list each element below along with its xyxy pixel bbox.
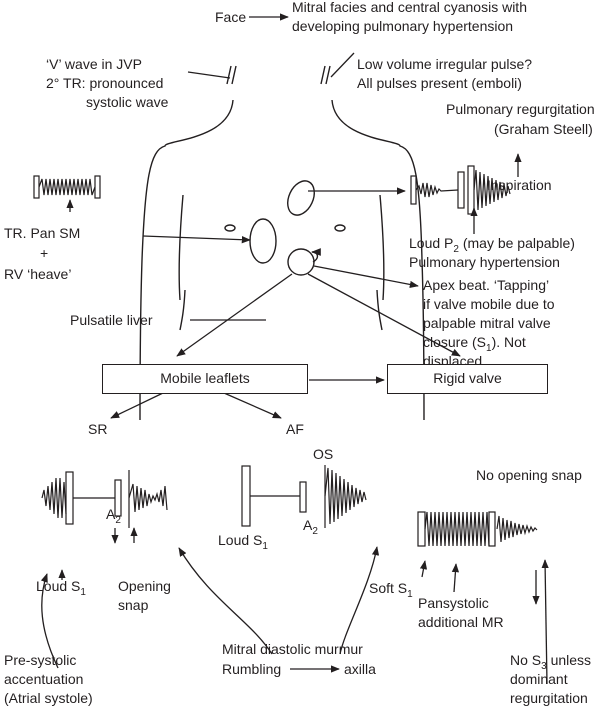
presystolic-line3: (Atrial systole) xyxy=(4,690,93,706)
rigid-valve-box: Rigid valve xyxy=(387,364,548,394)
mdm-line2: Rumbling xyxy=(222,661,282,677)
no-s3-line1: No S3 unless xyxy=(510,652,592,672)
apex-line2: if valve mobile due to xyxy=(423,296,555,312)
apex-line4: closure (S1). Not xyxy=(423,334,526,354)
v-wave-line3: systolic wave xyxy=(86,94,169,110)
tr-line1: TR. Pan SM xyxy=(4,225,81,241)
a2-label-sr: A2 xyxy=(106,506,121,526)
opening-snap-line1: Opening xyxy=(118,578,171,594)
pulse-line2: All pulses present (emboli) xyxy=(357,75,522,91)
presystolic-line1: Pre-systolic xyxy=(4,652,77,668)
mdm-line1: Mitral diastolic murmur xyxy=(222,641,363,657)
pulmonary-area-oval xyxy=(287,180,315,216)
mdm-line3: axilla xyxy=(344,661,376,677)
no-s3-line3: regurgitation xyxy=(510,690,588,706)
face-label: Face xyxy=(215,9,247,25)
pr-line2: (Graham Steell) xyxy=(494,121,593,137)
soft-s1-label: Soft S1 xyxy=(369,580,413,600)
pulm-htn-label: Pulmonary hypertension xyxy=(409,254,560,270)
loud-s1-label-sr: Loud S1 xyxy=(36,578,86,598)
a2-label-af: A2 xyxy=(303,517,318,537)
torso-left-outline xyxy=(139,99,234,421)
mitral-facies-line1: Mitral facies and central cyanosis with xyxy=(292,0,527,15)
mitral-facies-line2: developing pulmonary hypertension xyxy=(292,18,514,34)
af-label: AF xyxy=(286,421,304,437)
pansystolic-line1: Pansystolic xyxy=(418,595,489,611)
tr-line2: RV ‘heave’ xyxy=(4,266,72,282)
v-wave-line1: ‘V’ wave in JVP xyxy=(46,56,142,72)
loud-p2-label: Loud P2 (may be palpable) xyxy=(409,235,575,255)
opening-snap-line2: snap xyxy=(118,597,149,613)
pulsatile-liver-label: Pulsatile liver xyxy=(70,312,153,328)
os-label: OS xyxy=(313,446,334,462)
inspiration-label: Inspiration xyxy=(487,177,552,193)
tr-plus: + xyxy=(40,245,49,261)
tricuspid-area-oval xyxy=(249,218,277,264)
pr-line1: Pulmonary regurgitation xyxy=(446,101,595,117)
torso-right-outline xyxy=(331,99,425,421)
sr-label: SR xyxy=(88,421,108,437)
v-wave-line2: 2° TR: pronounced xyxy=(46,75,164,91)
presystolic-line2: accentuation xyxy=(4,671,84,687)
left-arm-inner xyxy=(178,194,184,301)
no-s3-line2: dominant xyxy=(510,671,568,687)
pulse-line1: Low volume irregular pulse? xyxy=(357,56,533,72)
mobile-leaflets-box: Mobile leaflets xyxy=(102,364,308,394)
right-arm-inner xyxy=(379,194,385,301)
apex-line1: Apex beat. ‘Tapping’ xyxy=(423,277,550,293)
apex-circle xyxy=(287,248,315,276)
pansystolic-line2: additional MR xyxy=(418,614,504,630)
loud-s1-label-af: Loud S1 xyxy=(218,532,268,552)
apex-line3: palpable mitral valve xyxy=(423,315,551,331)
no-opening-snap-label: No opening snap xyxy=(476,467,582,483)
